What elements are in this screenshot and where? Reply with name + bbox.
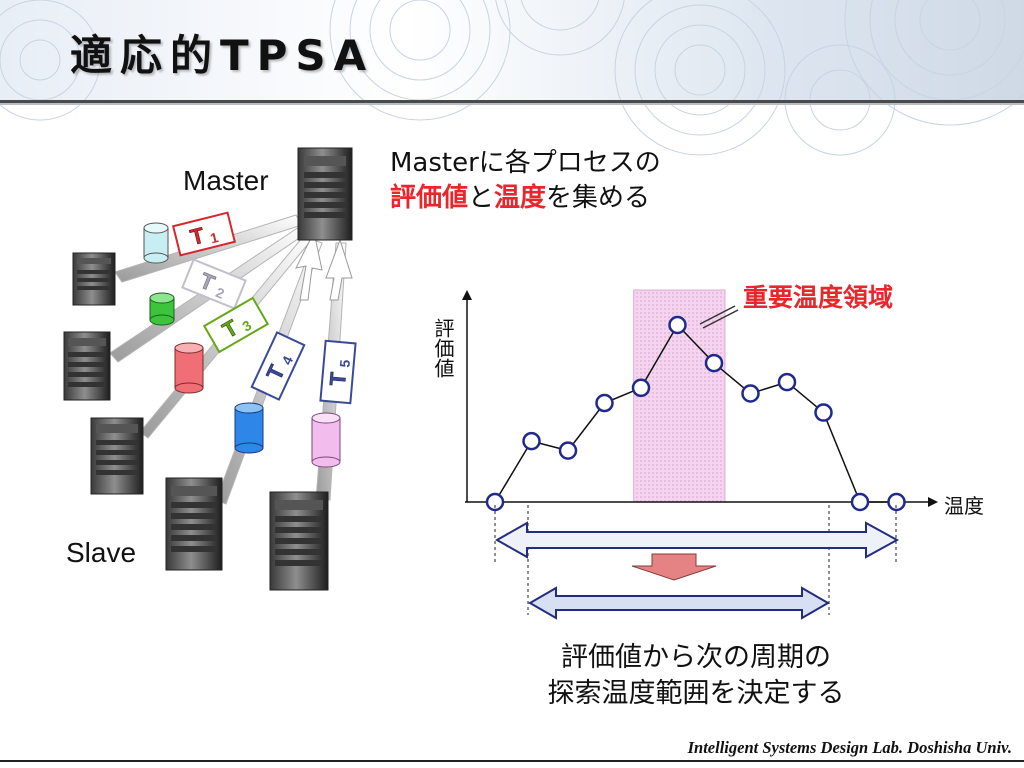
tag-1-index: 1 (208, 229, 220, 246)
beam-arrowhead-1 (295, 230, 323, 301)
slave-server-icon-3 (90, 417, 144, 495)
description-line-1: Masterに各プロセスの (390, 148, 661, 178)
y-axis-arrow (462, 290, 472, 300)
x-axis-label: 温度 (944, 494, 984, 518)
cylinder-4-top (234, 402, 264, 414)
master-label: Master (183, 165, 269, 196)
data-point-4 (595, 393, 614, 413)
cylinder-5 (311, 412, 341, 468)
y-axis-label: 評価値 (431, 318, 455, 378)
cylinder-3-top (174, 342, 204, 354)
data-point-10 (814, 403, 833, 422)
temperature-tag-2: T 2 (181, 258, 247, 310)
tag-5-letter: T (325, 371, 351, 387)
temperature-tag-3: T 3 (202, 296, 270, 354)
cylinder-5-top (311, 412, 341, 424)
down-arrow (631, 553, 717, 581)
chart-marks (485, 315, 906, 512)
description-to: と (468, 183, 495, 213)
cylinder-3-body (174, 347, 204, 389)
data-point-12 (887, 492, 906, 512)
temperature-tag-4: T 4 (250, 331, 306, 401)
next-range-arrow (527, 586, 831, 620)
data-point-1 (485, 492, 505, 512)
footer-lab-name: Intelligent Systems Design Lab. Doshisha… (687, 738, 1012, 757)
master-server-icon (297, 147, 353, 241)
slave-server-icon-4 (165, 477, 223, 571)
data-point-8 (741, 384, 760, 403)
conclusion-text: 評価値から次の周期の 探索温度範囲を決定する (496, 640, 896, 712)
description-rest: を集める (546, 183, 651, 213)
description-text: Masterに各プロセスの 評価値と温度を集める (390, 146, 661, 216)
data-point-3 (558, 441, 578, 460)
slave-server-icon-1 (72, 252, 116, 306)
important-region-label: 重要温度領域 (743, 283, 894, 312)
cylinder-3 (174, 342, 204, 394)
cylinder-1 (143, 222, 169, 264)
cylinder-1-top (143, 222, 169, 234)
cylinder-2-top (149, 292, 175, 304)
description-temp: 温度 (494, 183, 547, 213)
slave-label: Slave (66, 537, 137, 568)
region-label-leader (699, 305, 736, 325)
data-point-7 (704, 353, 724, 373)
description-line-2: 評価値と温度を集める (390, 181, 661, 216)
slave-server-icon-2 (63, 331, 111, 401)
slave-server-icon-5 (269, 491, 329, 591)
temperature-tag-5: T 5 (319, 339, 357, 405)
x-axis-arrow (928, 497, 938, 507)
temperature-tag-1: T 1 (171, 211, 237, 257)
tag-5-index: 5 (336, 359, 353, 368)
description-eval: 評価値 (390, 183, 469, 213)
data-point-2 (522, 431, 541, 451)
data-point-6 (668, 315, 687, 335)
data-point-11 (850, 492, 870, 512)
data-point-5 (631, 378, 651, 398)
slide-title: 適応的TPSA (70, 31, 375, 80)
conclusion-line-2: 探索温度範囲を決定する (547, 678, 845, 709)
beam-arrowhead-2 (325, 238, 353, 301)
cylinder-4 (234, 402, 264, 454)
conclusion-line-1: 評価値から次の周期の (561, 642, 831, 673)
cylinder-2 (149, 292, 175, 326)
current-range-arrow (494, 521, 900, 559)
data-point-9 (777, 372, 797, 392)
tag-1-letter: T (188, 222, 208, 250)
